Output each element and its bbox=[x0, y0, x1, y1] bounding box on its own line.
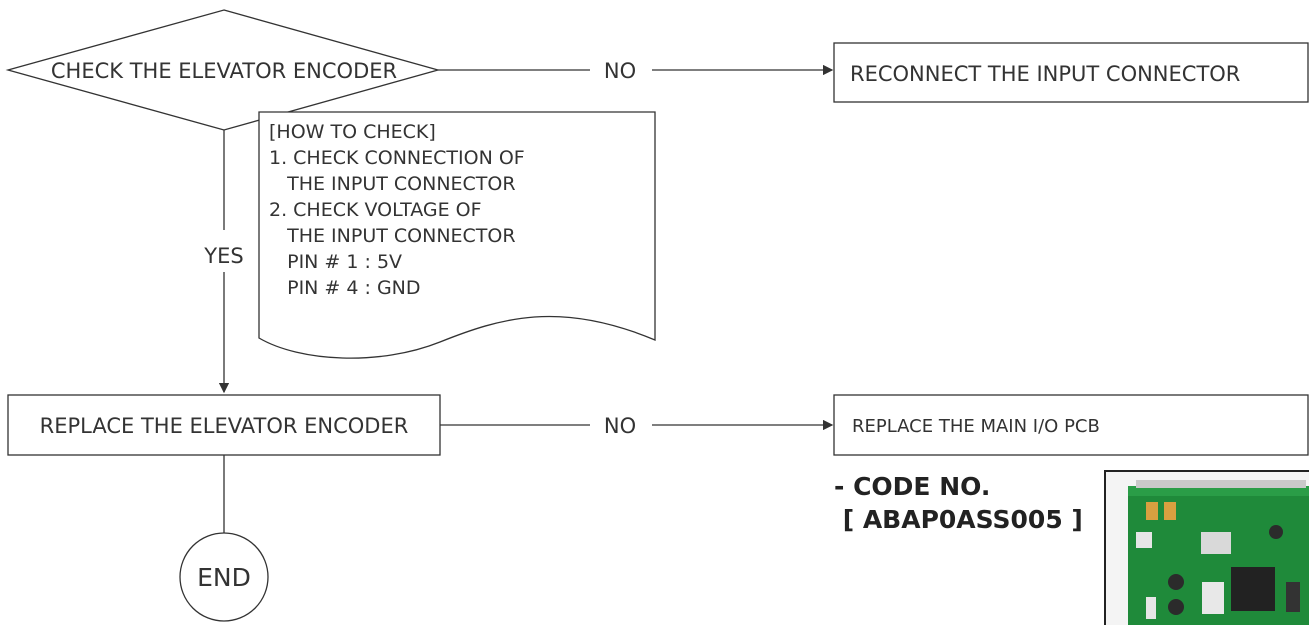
note-line: THE INPUT CONNECTOR bbox=[269, 225, 516, 247]
code-value: [ ABAP0ASS005 ] bbox=[834, 505, 1083, 534]
part-code: - CODE NO. [ ABAP0ASS005 ] bbox=[834, 470, 1083, 536]
note-line: PIN # 1 : 5V bbox=[269, 251, 402, 273]
pcb-image bbox=[1106, 472, 1309, 625]
end-terminal bbox=[179, 532, 269, 622]
how-to-check-note bbox=[258, 111, 656, 359]
pcb-photo bbox=[1104, 470, 1309, 625]
replace-pcb-label: REPLACE THE MAIN I/O PCB bbox=[852, 416, 1100, 437]
note-line: THE INPUT CONNECTOR bbox=[269, 173, 516, 195]
edge-yes-label: YES bbox=[203, 244, 243, 268]
edge-no-2-label: NO bbox=[604, 414, 636, 438]
note-line: 2. CHECK VOLTAGE OF bbox=[269, 199, 482, 221]
replace-encoder-label: REPLACE THE ELEVATOR ENCODER bbox=[40, 414, 409, 438]
note-line: [HOW TO CHECK] bbox=[269, 121, 436, 143]
reconnect-box bbox=[833, 42, 1309, 103]
note-line: 1. CHECK CONNECTION OF bbox=[269, 147, 525, 169]
code-label: - CODE NO. bbox=[834, 472, 991, 501]
edge-no-1-label: NO bbox=[604, 59, 636, 83]
note-line: PIN # 4 : GND bbox=[269, 277, 421, 299]
end-label: END bbox=[197, 563, 251, 592]
decision-label: CHECK THE ELEVATOR ENCODER bbox=[51, 59, 397, 83]
replace-pcb-box bbox=[833, 394, 1309, 456]
how-to-check-text: [HOW TO CHECK] 1. CHECK CONNECTION OF TH… bbox=[269, 121, 525, 299]
reconnect-label: RECONNECT THE INPUT CONNECTOR bbox=[850, 62, 1240, 86]
